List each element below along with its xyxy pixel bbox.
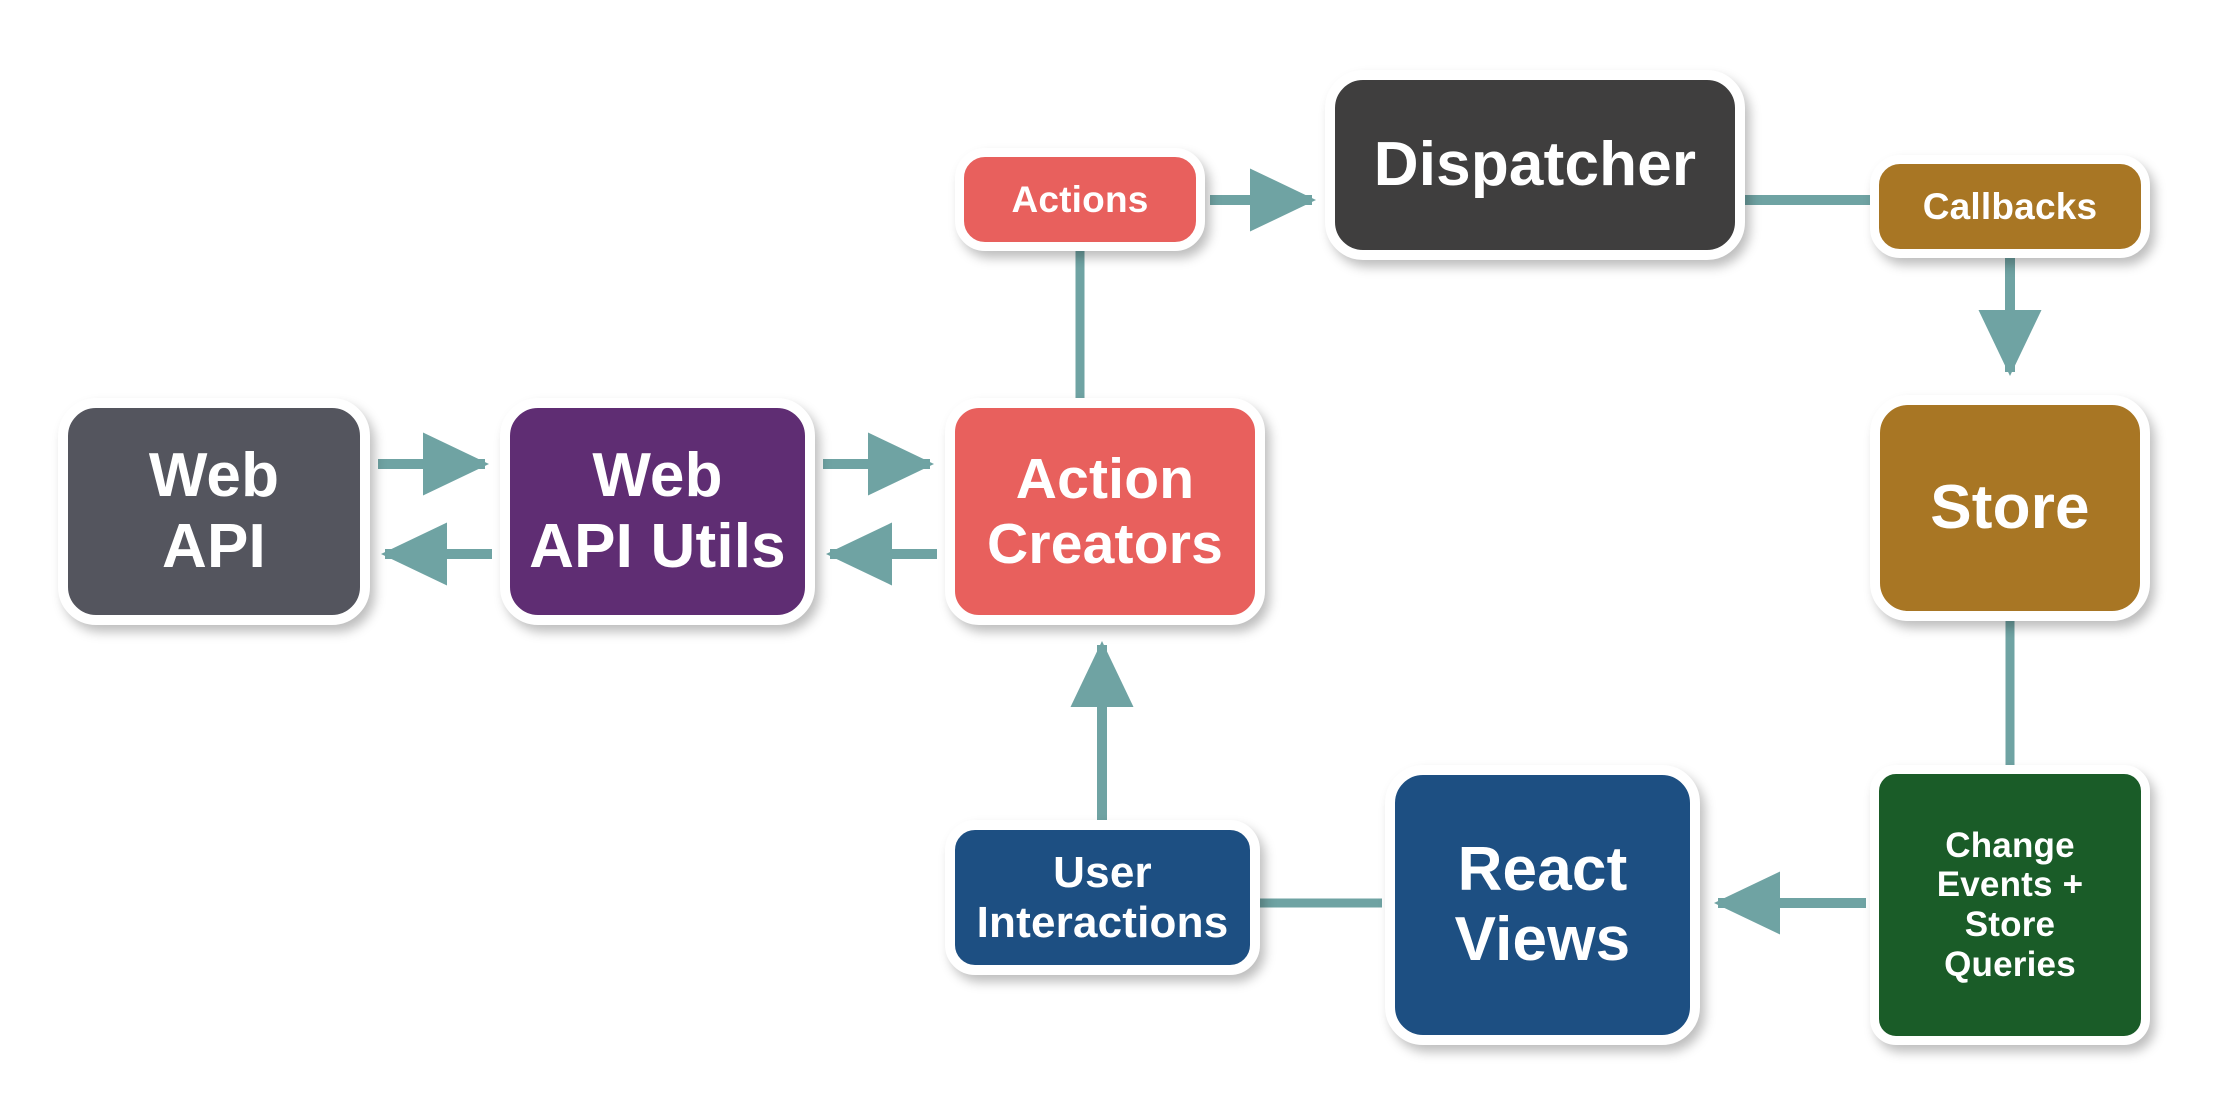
node-actions-label: Actions bbox=[1011, 178, 1149, 220]
node-web-api-label: Web API bbox=[148, 441, 280, 581]
node-store[interactable]: Store bbox=[1870, 395, 2150, 621]
node-change-events-store-queries[interactable]: Change Events + Store Queries bbox=[1870, 765, 2150, 1045]
node-change-events-store-queries-label: Change Events + Store Queries bbox=[1936, 825, 2084, 984]
node-react-views[interactable]: React Views bbox=[1385, 765, 1700, 1045]
node-dispatcher-label: Dispatcher bbox=[1373, 129, 1697, 199]
node-dispatcher[interactable]: Dispatcher bbox=[1325, 70, 1745, 260]
node-user-interactions-label: User Interactions bbox=[976, 847, 1229, 947]
node-web-api-utils-label: Web API Utils bbox=[529, 441, 786, 581]
node-callbacks[interactable]: Callbacks bbox=[1870, 155, 2150, 258]
node-actions[interactable]: Actions bbox=[955, 148, 1205, 251]
node-action-creators[interactable]: Action Creators bbox=[945, 398, 1265, 625]
node-action-creators-label: Action Creators bbox=[986, 447, 1224, 576]
node-web-api[interactable]: Web API bbox=[58, 398, 370, 625]
node-web-api-utils[interactable]: Web API Utils bbox=[500, 398, 815, 625]
node-callbacks-label: Callbacks bbox=[1922, 185, 2098, 227]
node-user-interactions[interactable]: User Interactions bbox=[945, 820, 1260, 975]
node-store-label: Store bbox=[1930, 472, 2090, 542]
node-react-views-label: React Views bbox=[1454, 834, 1631, 974]
